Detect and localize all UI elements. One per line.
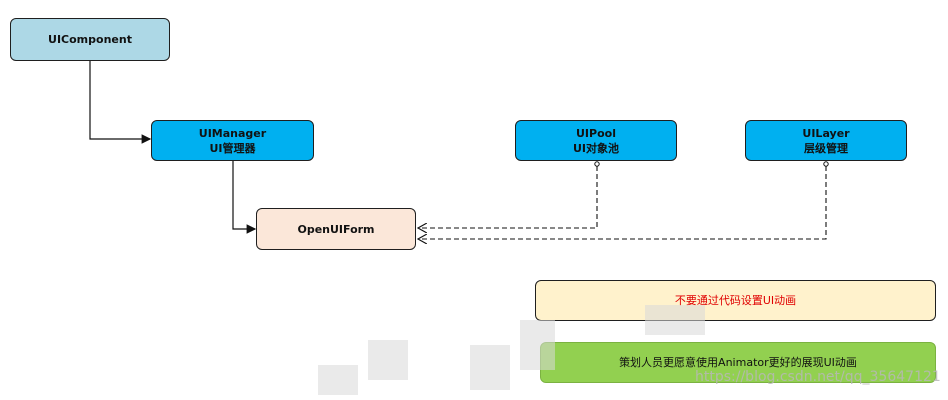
node-uilayer-label: UILayer — [802, 126, 850, 140]
mosaic-artifact — [368, 340, 408, 380]
edge-manager-to-form — [232, 161, 257, 234]
node-openuiform: OpenUIForm — [256, 208, 416, 250]
mosaic-artifact — [520, 320, 555, 370]
node-uimanager-label: UIManager — [198, 126, 267, 140]
node-uicomponent-label: UIComponent — [48, 33, 132, 46]
edge-layer-to-form — [418, 166, 827, 239]
watermark: https://blog.csdn.net/qq_35647121 — [695, 369, 941, 385]
mosaic-artifact — [470, 345, 510, 390]
edge-component-to-manager — [89, 61, 152, 144]
node-openuiform-label: OpenUIForm — [297, 222, 375, 236]
note-no-code-animation: 不要通过代码设置UI动画 — [535, 280, 936, 321]
note-animator-preferred-text: 策划人员更愿意使用Animator更好的展现UI动画 — [619, 356, 857, 369]
edge-pool-to-form — [418, 166, 598, 228]
node-uipool-sublabel: UI对象池 — [572, 141, 620, 155]
node-uicomponent: UIComponent — [10, 18, 170, 61]
note-animator-preferred: 策划人员更愿意使用Animator更好的展现UI动画 — [540, 342, 936, 383]
mosaic-artifact — [645, 305, 705, 335]
mosaic-artifact — [318, 365, 358, 395]
node-uimanager-sublabel: UI管理器 — [209, 141, 256, 155]
note-no-code-animation-text: 不要通过代码设置UI动画 — [674, 294, 797, 307]
node-uilayer-sublabel: 层级管理 — [804, 141, 848, 155]
node-uipool-label: UIPool — [576, 126, 616, 140]
edge-pool-origin-dot — [594, 161, 600, 167]
node-uilayer: UILayer 层级管理 — [745, 120, 907, 161]
node-uimanager: UIManager UI管理器 — [151, 120, 314, 161]
edge-layer-origin-dot — [823, 161, 829, 167]
node-uipool: UIPool UI对象池 — [515, 120, 677, 161]
